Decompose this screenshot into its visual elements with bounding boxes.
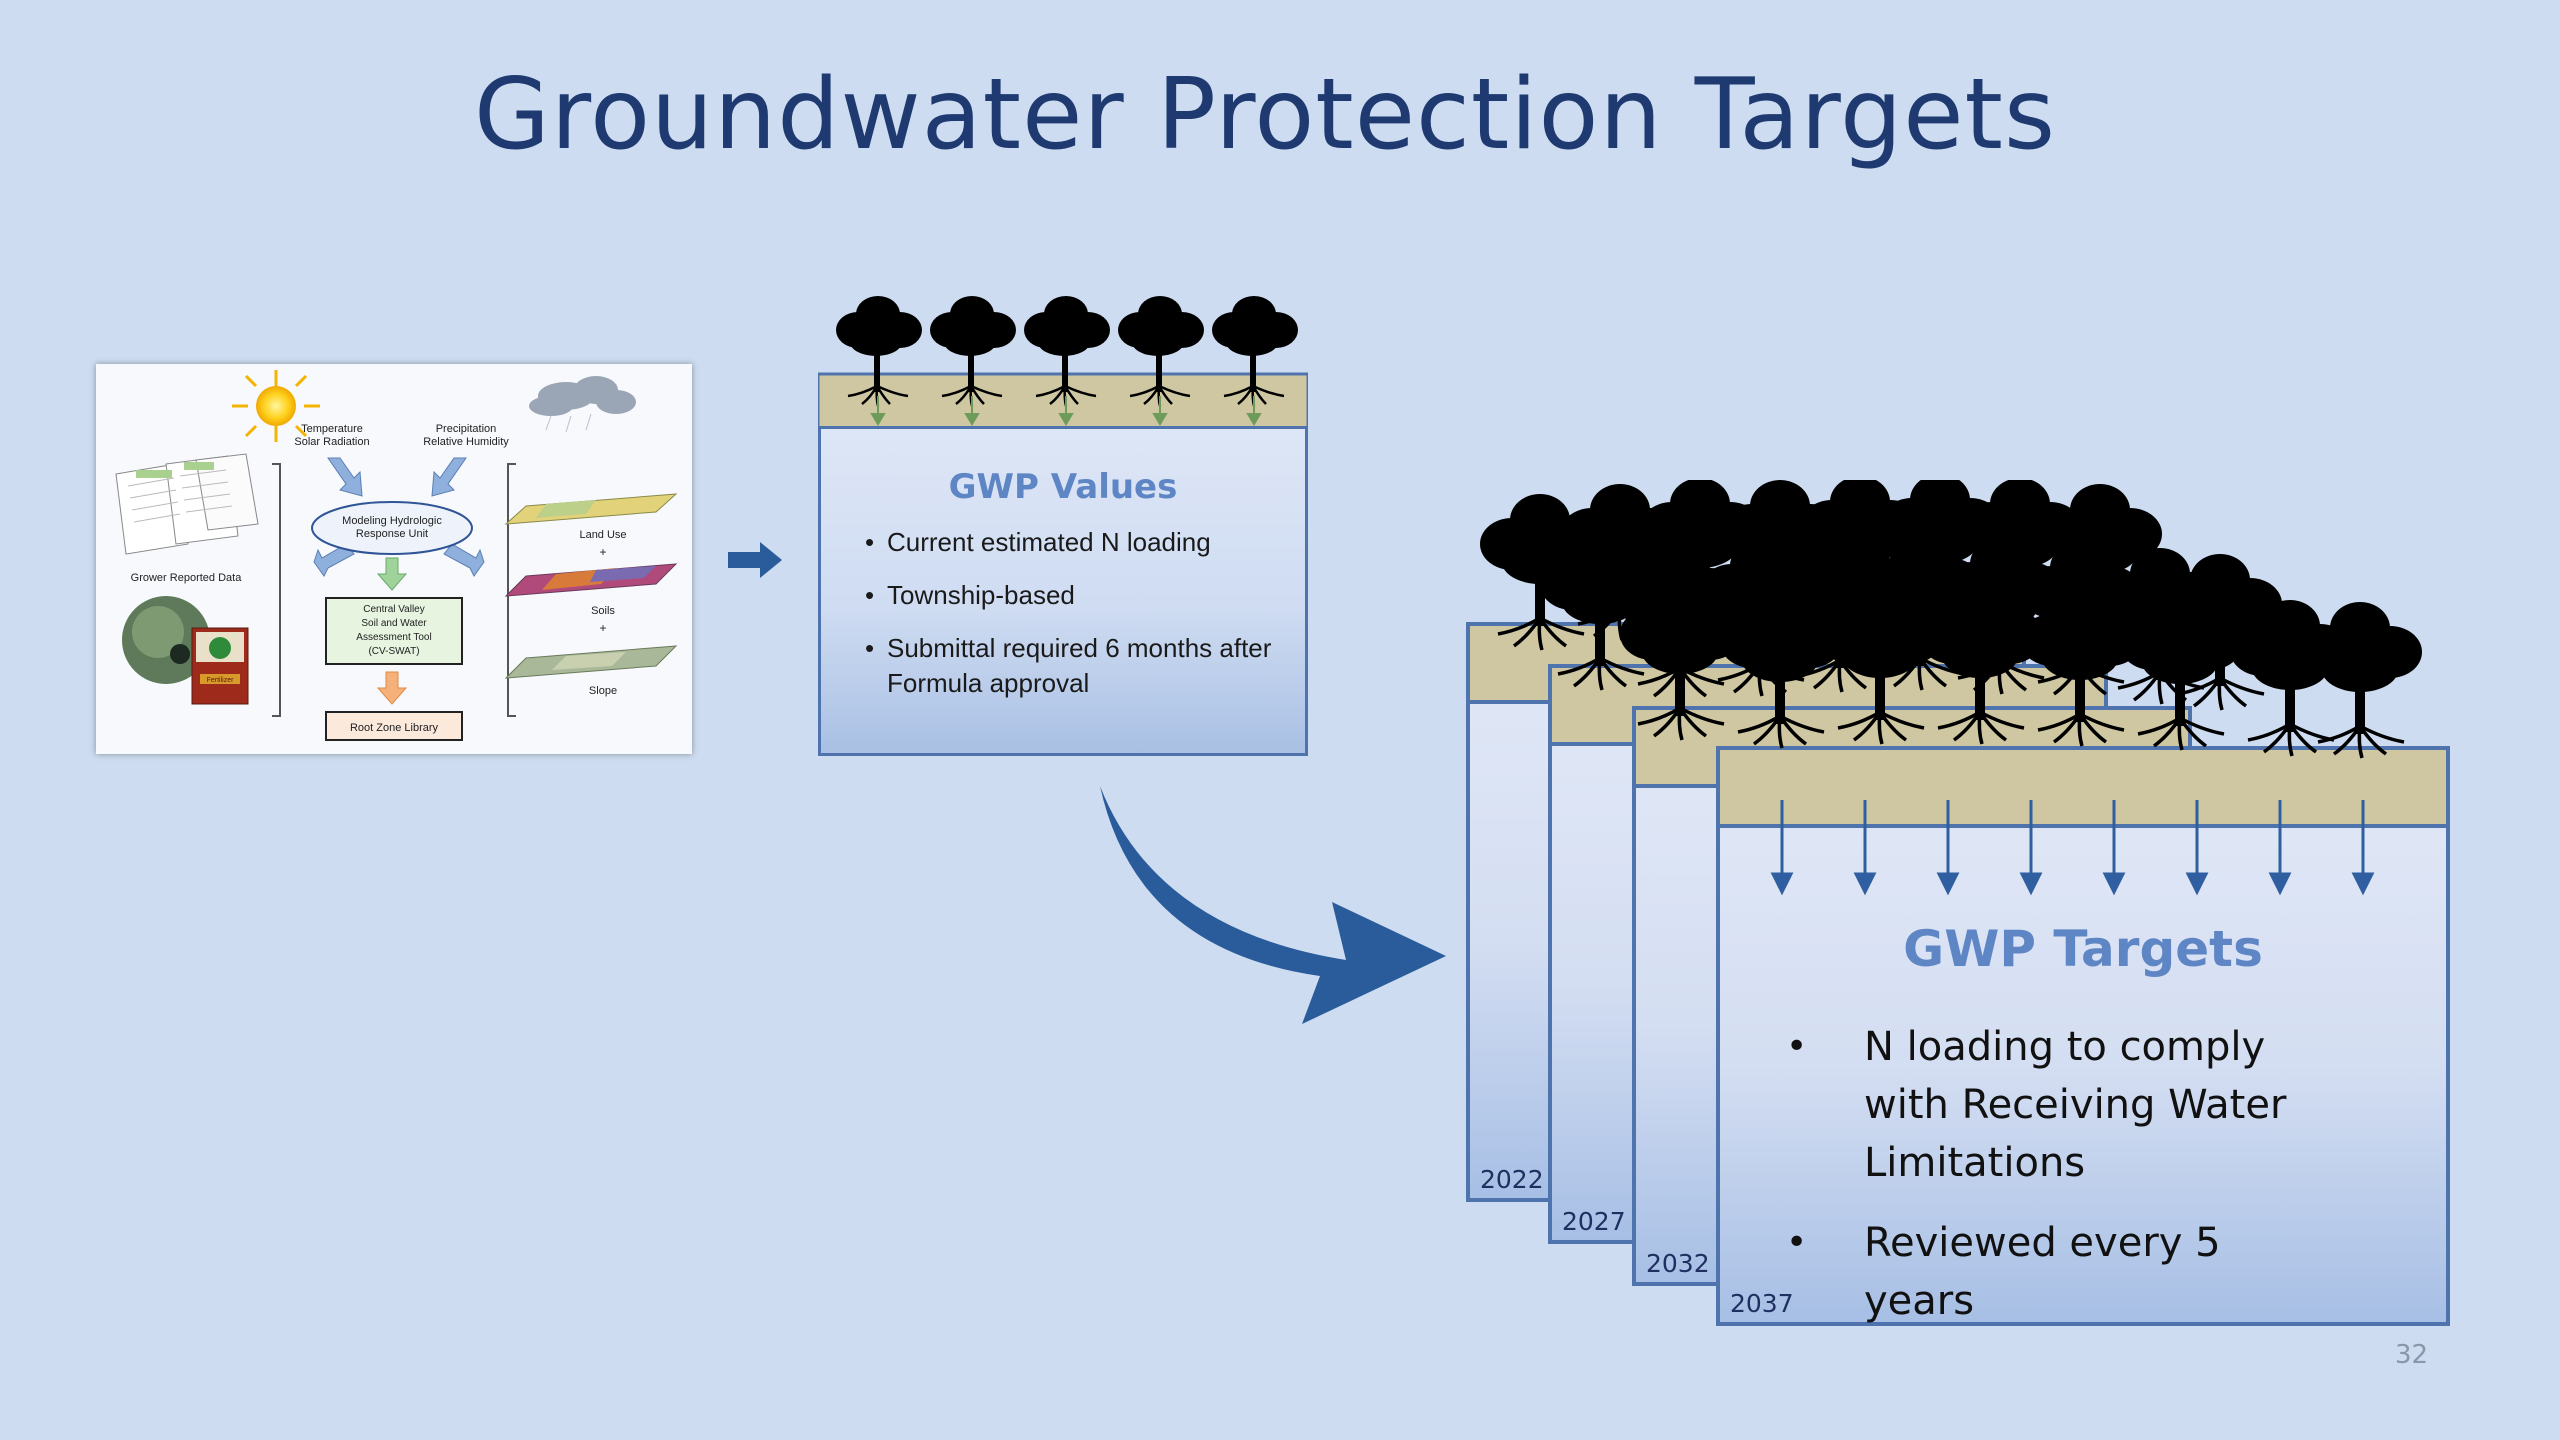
year-label: 2022 [1480, 1165, 1544, 1194]
land-use-layer-icon [504, 493, 678, 525]
grower-data-label: Grower Reported Data [131, 572, 243, 584]
gwp-targets-list: N loading to comply with Receiving Water… [1786, 1018, 2336, 1352]
cvswat-1: Central Valley [363, 604, 425, 615]
root-zone-label: Root Zone Library [350, 722, 439, 734]
gwp-values-heading: GWP Values [948, 467, 1178, 507]
fertilizer-label: Fertilizer [207, 677, 235, 684]
tree-canopy-icon [1478, 480, 2424, 896]
right-arrow-icon [728, 542, 782, 578]
gwp-targets-stack: 2022 2027 2032 2037 [1460, 480, 2460, 1340]
gwp-values-card: GWP Values Current estimated N loading T… [818, 286, 1308, 756]
cvswat-3: Assessment Tool [356, 632, 431, 643]
gwp-values-box: GWP Values Current estimated N loading T… [818, 426, 1308, 756]
tree-row-icon [818, 294, 1308, 430]
slope-layer-icon [504, 645, 678, 679]
page-number: 32 [2395, 1340, 2429, 1370]
hru-label-2: Response Unit [356, 528, 428, 540]
slide-title: Groundwater Protection Targets [473, 58, 2057, 172]
fertilizer-bag-icon: Fertilizer [191, 627, 249, 705]
weather-left-1: Temperature [301, 423, 363, 435]
weather-left-2: Solar Radiation [294, 436, 369, 448]
weather-right-1: Precipitation [436, 423, 497, 435]
rain-cloud-icon [529, 376, 636, 433]
layer-land-use: Land Use [579, 529, 626, 541]
cvswat-4: (CV-SWAT) [368, 646, 419, 657]
list-item: Reviewed every 5 years [1786, 1214, 2336, 1330]
layer-soils: Soils [591, 605, 615, 617]
year-label: 2037 [1730, 1289, 1794, 1318]
gwp-targets-heading: GWP Targets [1903, 920, 2263, 978]
list-item: Township-based [865, 578, 1285, 613]
gwp-values-list: Current estimated N loading Township-bas… [865, 525, 1285, 719]
list-item: Current estimated N loading [865, 525, 1285, 560]
gwp-targets-content: GWP Targets N loading to comply with Rec… [1716, 480, 2450, 1326]
soils-layer-icon [504, 563, 678, 597]
curved-arrow-icon [1100, 786, 1446, 1024]
layer-plus-1: + [599, 545, 606, 559]
layer-plus-2: + [599, 621, 606, 635]
year-label: 2032 [1646, 1249, 1710, 1278]
list-item: N loading to comply with Receiving Water… [1786, 1018, 2336, 1192]
weather-right-2: Relative Humidity [423, 436, 509, 448]
layer-slope: Slope [589, 685, 617, 697]
sun-icon [232, 370, 320, 442]
year-label: 2027 [1562, 1207, 1626, 1236]
data-sheets-icon [115, 453, 259, 555]
model-diagram-image: Temperature Solar Radiation Precipitatio… [96, 364, 692, 754]
cvswat-2: Soil and Water [361, 618, 427, 629]
list-item: Submittal required 6 months after Formul… [865, 631, 1285, 701]
hru-label-1: Modeling Hydrologic [342, 515, 442, 527]
